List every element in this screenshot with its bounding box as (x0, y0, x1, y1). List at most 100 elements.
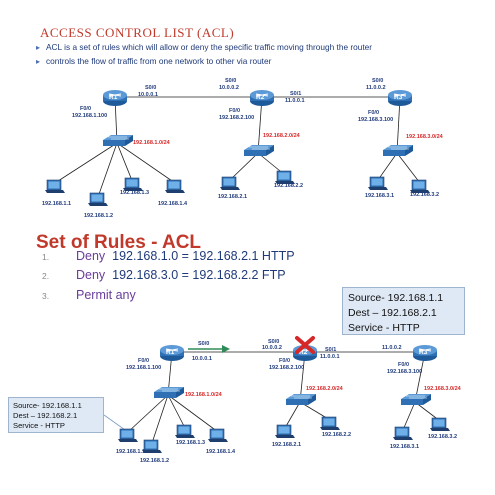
network-label: 192.168.3.0/24 (424, 386, 462, 392)
router-r1-label: R1 (166, 349, 175, 356)
rule-action: Deny (76, 268, 106, 282)
host-label: 192.168.2.1 (218, 194, 247, 200)
pc-1-4 (207, 428, 229, 443)
pc-1-2 (87, 192, 109, 207)
link-label: S0/1 (290, 91, 301, 97)
host-label: 192.168.3.2 (428, 434, 457, 440)
host-label: 192.168.1.4 (206, 449, 236, 455)
pc-3-1 (392, 426, 414, 441)
pc-2-1 (274, 424, 296, 439)
lan-ip: 192.168.3.100 (387, 369, 422, 375)
network-label: 192.168.1.0/24 (133, 140, 171, 146)
router-r3-label: R3 (419, 349, 428, 356)
link-label: S0/0 (372, 78, 383, 84)
rule-detail: 192.168.3.0 = 192.168.2.2 FTP (112, 268, 286, 282)
packet-dest: Dest – 192.168.2.1 (13, 411, 78, 420)
host-label: 192.168.3.1 (390, 444, 419, 450)
top-diagram: R1 R2 R3 S0/0 10.0.0.1 S0/0 10.0.0.2 S0/… (42, 78, 444, 219)
host-label: 192.168.1.1 (42, 201, 71, 207)
host-label: 192.168.3.1 (365, 193, 394, 199)
pc-3-1 (367, 176, 389, 191)
rules-title: Set of Rules - ACL (36, 232, 202, 253)
pc-3-2 (429, 417, 451, 432)
packet-service: Service - HTTP (348, 322, 420, 334)
rule-2: 2. Deny 192.168.3.0 = 192.168.2.2 FTP (42, 268, 286, 282)
switch-1 (153, 386, 185, 399)
lan-label: F0/0 (229, 108, 240, 114)
link-ip: 10.0.0.2 (219, 85, 239, 91)
lan-ip: 192.168.1.100 (126, 365, 161, 371)
traffic-arrow (188, 345, 230, 353)
lan-ip: 192.168.3.100 (358, 117, 393, 123)
switch-3 (382, 144, 414, 157)
bullet-arrow-icon: ▸ (36, 57, 41, 66)
link-label: S0/0 (268, 339, 279, 345)
router-r3-label: R3 (394, 94, 403, 101)
network-label: 192.168.2.0/24 (306, 386, 344, 392)
switch-2 (243, 144, 275, 157)
lan-ip: 192.168.2.100 (269, 365, 304, 371)
packet-source: Source- 192.168.1.1 (13, 401, 82, 410)
host-label: 192.168.2.1 (272, 442, 301, 448)
lan-label: F0/0 (398, 362, 409, 368)
blocked-x-icon (295, 336, 315, 354)
packet-dest: Dest – 192.168.2.1 (348, 307, 437, 319)
lan-label: F0/0 (138, 358, 149, 364)
pc-1-1 (44, 179, 66, 194)
router-r1-label: R1 (109, 94, 118, 101)
router-r2-label: R2 (256, 94, 265, 101)
packet-source: Source- 192.168.1.1 (348, 292, 444, 304)
host-label: 192.168.2.2 (274, 183, 303, 189)
lan-label: F0/0 (80, 106, 91, 112)
page-title: ACCESS CONTROL LIST (ACL) (40, 25, 235, 40)
host-label: 192.168.1.1 (116, 449, 145, 455)
lan-label: F0/0 (368, 110, 379, 116)
packet-info-box: Source- 192.168.1.1 Dest – 192.168.2.1 S… (342, 287, 465, 335)
link-label: S0/0 (198, 341, 209, 347)
network-label: 192.168.2.0/24 (263, 133, 301, 139)
rule-number: 1. (42, 252, 50, 262)
host-label: 192.168.1.2 (84, 213, 113, 219)
host-label: 192.168.1.4 (158, 201, 188, 207)
bullet-1-text: ACL is a set of rules which will allow o… (46, 42, 373, 52)
packet-service: Service - HTTP (13, 421, 65, 430)
link-ip: 10.0.0.1 (192, 356, 212, 362)
host-label: 192.168.1.3 (176, 440, 205, 446)
host-label: 192.168.1.2 (140, 458, 169, 464)
bullet-2-text: controls the flow of traffic from one ne… (46, 56, 272, 66)
link-label: S0/0 (145, 85, 156, 91)
switch-2 (285, 393, 317, 406)
bullet-2: ▸ controls the flow of traffic from one n… (36, 56, 271, 66)
pc-2-2 (319, 416, 341, 431)
network-label: 192.168.1.0/24 (185, 392, 223, 398)
pc-1-3 (174, 424, 196, 439)
rule-number: 3. (42, 291, 50, 301)
pc-1-1 (117, 428, 139, 443)
switch-3 (400, 393, 432, 406)
link-ip: 10.0.0.2 (262, 345, 282, 351)
switch-1 (102, 134, 134, 147)
pc-1-4 (164, 179, 186, 194)
link-ip: 11.0.0.2 (382, 345, 402, 351)
network-label: 192.168.3.0/24 (406, 134, 444, 140)
link-ip: 11.0.0.2 (366, 85, 386, 91)
packet-info-callout: Source- 192.168.1.1 Dest – 192.168.2.1 S… (8, 397, 104, 433)
host-label: 192.168.2.2 (322, 432, 351, 438)
rule-action: Deny (76, 249, 106, 263)
host-label: 192.168.1.3 (120, 190, 149, 196)
pc-2-1 (219, 176, 241, 191)
rule-3: 3. Permit any (42, 288, 136, 302)
rule-number: 2. (42, 271, 50, 281)
rule-detail: 192.168.1.0 = 192.168.2.1 HTTP (112, 249, 295, 263)
lan-ip: 192.168.1.100 (72, 113, 107, 119)
link-label: S0/1 (325, 347, 336, 353)
lan-label: F0/0 (279, 358, 290, 364)
link-ip: 11.0.0.1 (285, 98, 305, 104)
link-label: S0/0 (225, 78, 236, 84)
rule-action: Permit any (76, 288, 136, 302)
router-r2-label: R2 (299, 349, 308, 356)
lan-ip: 192.168.2.100 (219, 115, 254, 121)
host-label: 192.168.3.2 (410, 192, 439, 198)
link-ip: 10.0.0.1 (138, 92, 158, 98)
